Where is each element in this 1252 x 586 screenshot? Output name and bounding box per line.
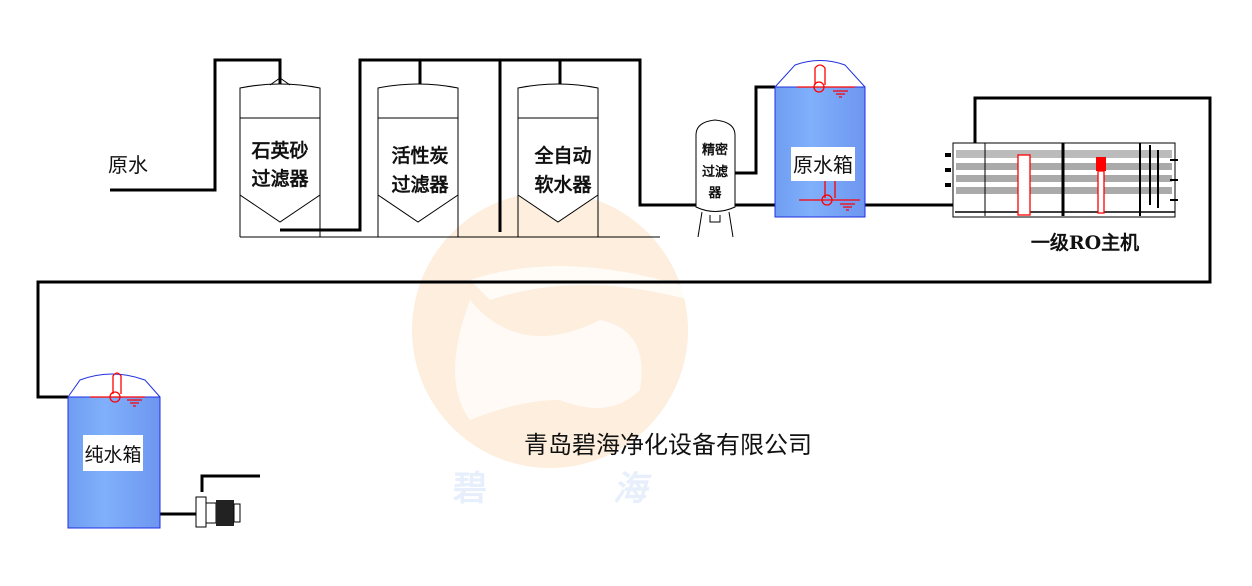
filter-label: 活性炭 [391,144,448,167]
watermark-char: 碧 [453,469,487,509]
filter-label: 石英砂 [250,139,308,162]
filter-label: 全自动 [533,144,591,167]
cartridge-filter-icon [1017,154,1031,216]
filter-label: 器 [707,186,722,201]
filter-label: 软水器 [534,173,592,196]
ro-unit-label: 一级RO主机 [1031,231,1139,254]
pure-water-tank: 纯水箱 [67,372,161,529]
pipelines [36,58,1212,516]
high-pressure-pump-icon [1096,157,1106,171]
company-name: 青岛碧海净化设备有限公司 [524,431,812,459]
centrifugal-pump-icon [195,496,241,528]
company-logo-watermark: 碧 海 [412,192,690,509]
filter-label: 过滤 [702,164,728,180]
watermark-char: 海 [613,469,652,509]
raw-water-label: 原水 [108,153,148,177]
quartz-sand-filter: 石英砂 过滤器 [239,77,321,237]
precision-filter: 精密 过滤 器 [695,119,736,238]
filter-label: 精密 [702,142,728,158]
activated-carbon-filter: 活性炭 过滤器 [377,83,459,237]
tank-label: 纯水箱 [84,444,141,466]
raw-water-tank: 原水箱 [774,60,866,218]
water-softener: 全自动 软水器 [517,83,599,237]
ro-unit: 一级RO主机 [945,142,1178,254]
filter-label: 过滤器 [391,174,449,196]
filter-label: 过滤器 [251,168,309,190]
level-gauge-icon [90,372,145,407]
tank-label: 原水箱 [793,153,853,177]
